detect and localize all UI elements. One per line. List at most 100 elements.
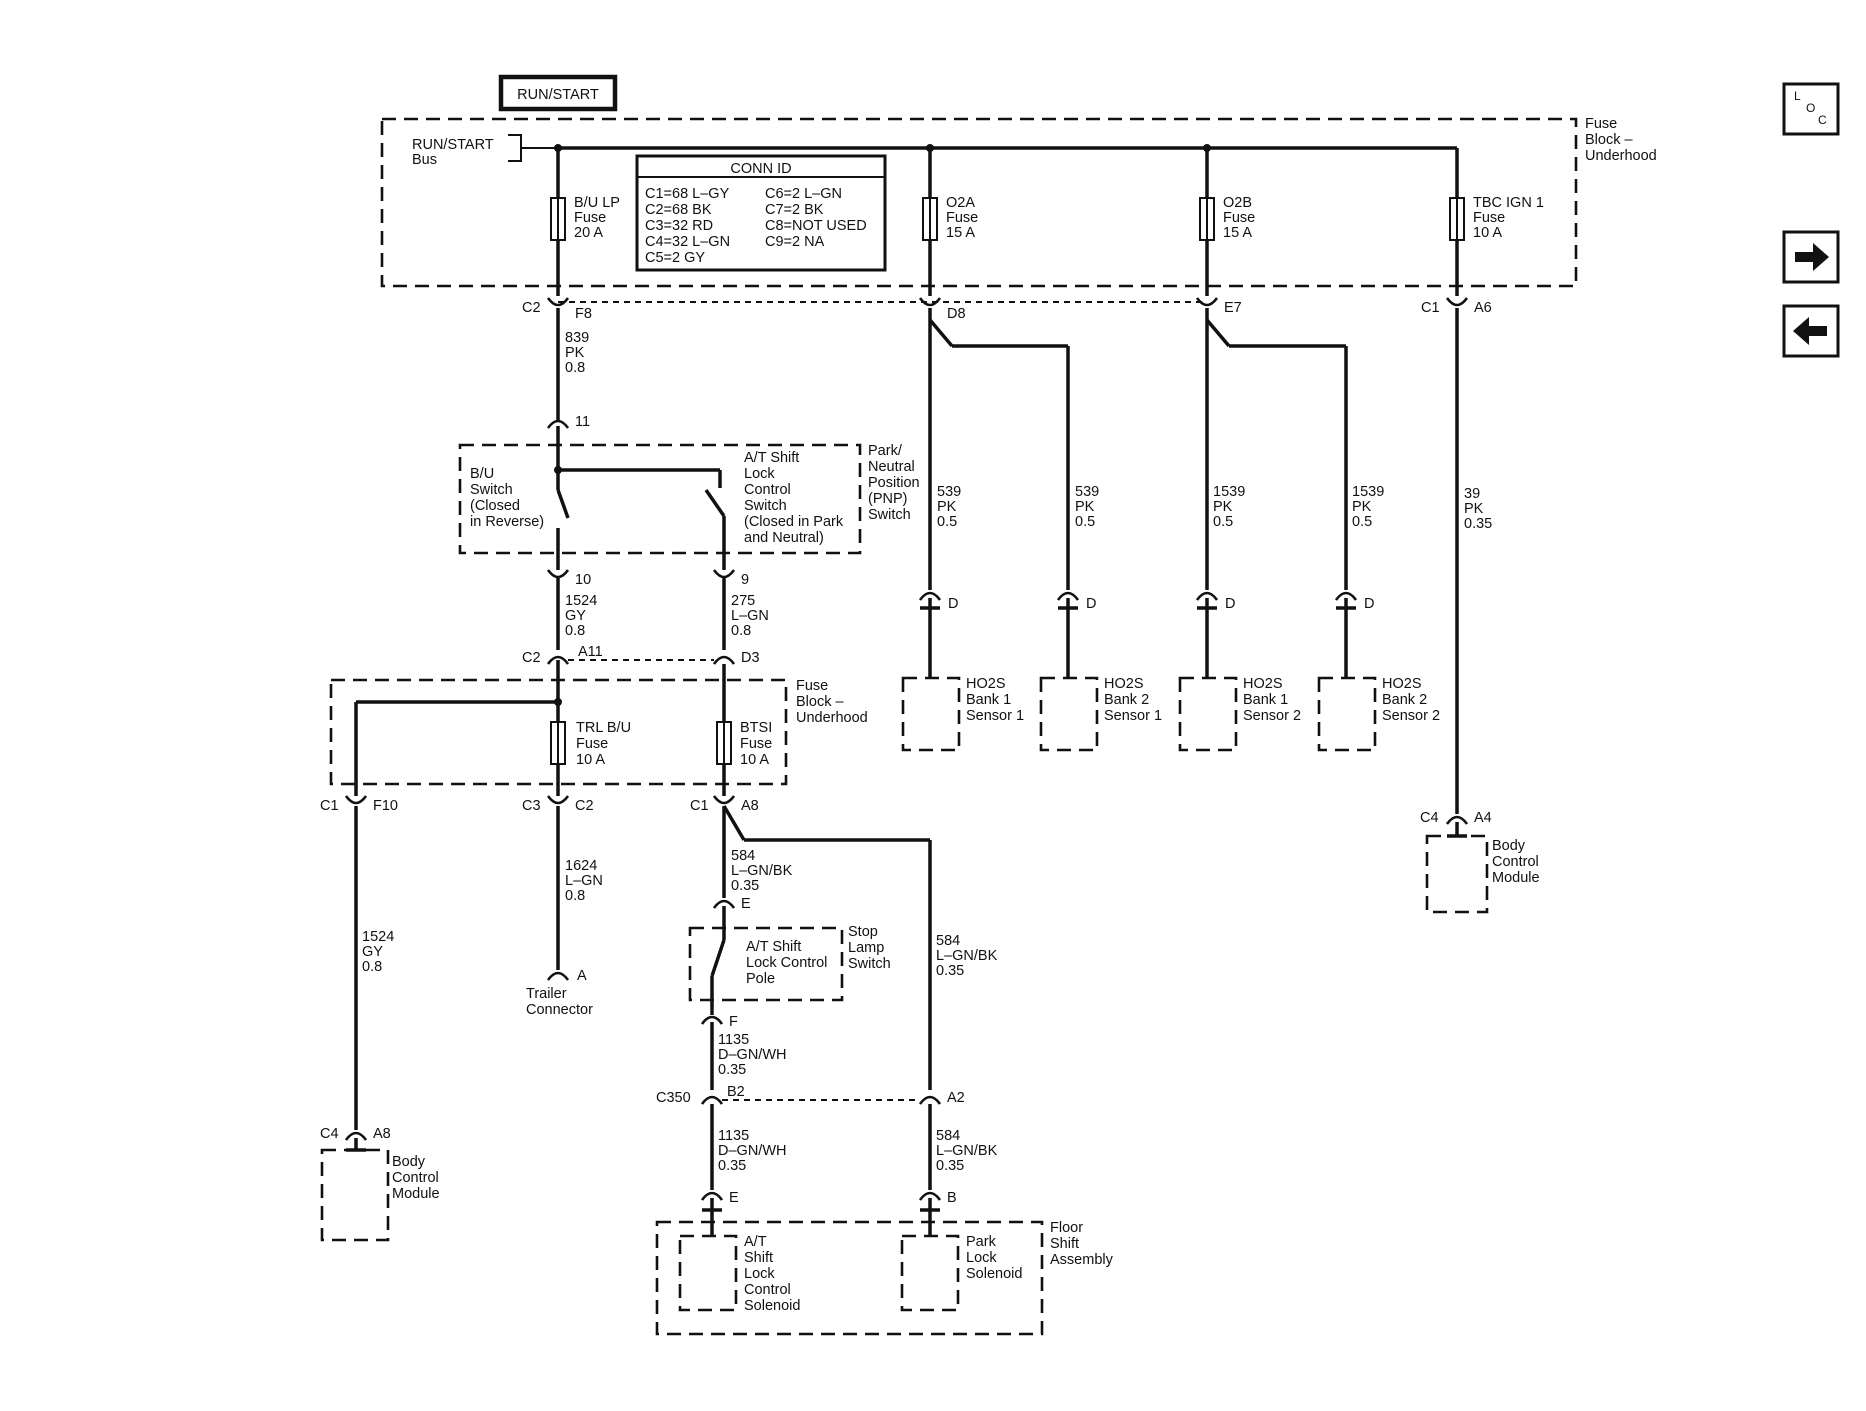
- wire-584-branch: [722, 805, 746, 841]
- conn-id-entry: C5=2 GY: [645, 250, 705, 266]
- wire-color: PK: [1213, 499, 1233, 515]
- connector-a2: [918, 1095, 942, 1105]
- pnp-switch-title: (PNP): [868, 491, 907, 507]
- terminal-id: A2: [947, 1090, 965, 1106]
- stop-lamp-pole-label: Pole: [746, 971, 775, 987]
- fuse-name: TBC IGN 1: [1473, 195, 1544, 211]
- wire-color: PK: [1075, 499, 1095, 515]
- next-page-button[interactable]: [1782, 230, 1840, 284]
- conn-id-table: CONN ID C1=68 L–GY C2=68 BK C3=32 RD C4=…: [635, 154, 887, 272]
- terminal-id: D: [1225, 596, 1235, 612]
- wire-color: PK: [1352, 499, 1372, 515]
- wire-circuit: 584: [731, 848, 755, 864]
- fuse-label: Fuse: [574, 210, 606, 226]
- loc-letter: O: [1806, 101, 1815, 115]
- ho2s-label: Sensor 1: [1104, 708, 1162, 724]
- wire-circuit: 1135: [718, 1128, 749, 1144]
- connector-c4-a8: [344, 1131, 368, 1141]
- wire-circuit: 1524: [565, 593, 597, 609]
- park-lock-solenoid-label: Park: [966, 1234, 997, 1250]
- floor-shift-title: Shift: [1050, 1236, 1079, 1252]
- fuse-o2b: O2B Fuse 15 A: [1199, 148, 1255, 296]
- loc-button[interactable]: L O C: [1782, 82, 1840, 136]
- fuse-rating: 15 A: [946, 225, 975, 241]
- connector-e-stop: [712, 899, 736, 909]
- trailer-connector-label: Trailer: [526, 986, 567, 1002]
- ho2s-label: HO2S: [1382, 676, 1422, 692]
- terminal-id: B: [947, 1190, 957, 1206]
- connector-name: C4: [1420, 810, 1439, 826]
- connector-c1-a8: [712, 795, 736, 805]
- connector-d3: [712, 655, 736, 665]
- shift-lock-solenoid: [678, 1234, 738, 1312]
- connector-d-ho2s-4: [1334, 591, 1358, 601]
- connector-name: C2: [522, 300, 541, 316]
- conn-id-entry: C9=2 NA: [765, 234, 825, 250]
- fuse-rating: 15 A: [1223, 225, 1252, 241]
- wire-size: 0.8: [565, 360, 585, 376]
- wire-size: 0.35: [936, 963, 964, 979]
- conn-id-title: CONN ID: [730, 161, 791, 177]
- fuse-rating: 10 A: [1473, 225, 1502, 241]
- wire-circuit: 39: [1464, 486, 1480, 502]
- park-lock-solenoid-label: Solenoid: [966, 1266, 1022, 1282]
- previous-page-button[interactable]: [1782, 304, 1840, 358]
- ho2s-label: Bank 1: [1243, 692, 1288, 708]
- shift-lock-solenoid-label: Control: [744, 1282, 791, 1298]
- connector-c3-c2: [546, 795, 570, 805]
- conn-id-entry: C7=2 BK: [765, 202, 824, 218]
- pnp-switch-title: Position: [868, 475, 920, 491]
- ho2s-label: Bank 2: [1104, 692, 1149, 708]
- bcm-right-label: Body: [1492, 838, 1526, 854]
- fuse-rating: 20 A: [574, 225, 603, 241]
- shift-lock-solenoid-label: Lock: [744, 1266, 775, 1282]
- fuse-name: B/U LP: [574, 195, 620, 211]
- run-start-power-label: RUN/START: [498, 74, 618, 112]
- wire-color: PK: [1464, 501, 1484, 517]
- fuse-block-underhood-top-outline: [380, 117, 1578, 288]
- atshift-switch-label: Control: [744, 482, 791, 498]
- floor-shift-assembly-outline: [655, 1220, 1044, 1336]
- atshift-switch-label: and Neutral): [744, 530, 824, 546]
- terminal-id: E: [741, 896, 751, 912]
- wire-color: L–GN/BK: [731, 863, 793, 879]
- terminal-id: 9: [741, 572, 749, 588]
- conn-id-entry: C3=32 RD: [645, 218, 713, 234]
- loc-letter: L: [1794, 89, 1801, 103]
- bu-switch-label: (Closed: [470, 498, 520, 514]
- fuse-o2a: O2A Fuse 15 A: [922, 148, 978, 296]
- trailer-connector-terminal: [546, 971, 570, 981]
- conn-id-entry: C6=2 L–GN: [765, 186, 842, 202]
- shift-lock-solenoid-label: Solenoid: [744, 1298, 800, 1314]
- bus-label: RUN/START: [412, 137, 494, 153]
- wire-size: 0.5: [1075, 514, 1095, 530]
- terminal-id: D: [1364, 596, 1374, 612]
- fuse-label: Fuse: [576, 736, 608, 752]
- terminal-id: A6: [1474, 300, 1492, 316]
- wire-size: 0.35: [718, 1158, 746, 1174]
- wire-size: 0.5: [1213, 514, 1233, 530]
- wire-size: 0.35: [1464, 516, 1492, 532]
- fuse-block-mid-label: Block –: [796, 694, 844, 710]
- wire-size: 0.5: [1352, 514, 1372, 530]
- wire-size: 0.8: [362, 959, 382, 975]
- connector-e-floor: [700, 1191, 724, 1201]
- wire-size: 0.8: [565, 888, 585, 904]
- fuse-rating: 10 A: [576, 752, 605, 768]
- park-lock-solenoid-label: Lock: [966, 1250, 997, 1266]
- ho2s-bank1-sensor2: HO2S Bank 1 Sensor 2: [1178, 598, 1301, 752]
- fuse-trl-bu: TRL B/U Fuse 10 A: [550, 720, 631, 796]
- bcm-left-label: Control: [392, 1170, 439, 1186]
- wire-color: PK: [565, 345, 585, 361]
- fuse-label: Fuse: [740, 736, 772, 752]
- pnp-switch-title: Switch: [868, 507, 911, 523]
- bcm-right-label: Module: [1492, 870, 1540, 886]
- connector-d-ho2s-1: [918, 591, 942, 601]
- arrow-right-icon: [1795, 243, 1829, 271]
- ho2s-label: HO2S: [966, 676, 1006, 692]
- loc-letter: C: [1818, 113, 1827, 127]
- wire-circuit: 1539: [1213, 484, 1245, 500]
- splice: [554, 698, 562, 706]
- ho2s-bank2-sensor1: HO2S Bank 2 Sensor 1: [1039, 598, 1162, 752]
